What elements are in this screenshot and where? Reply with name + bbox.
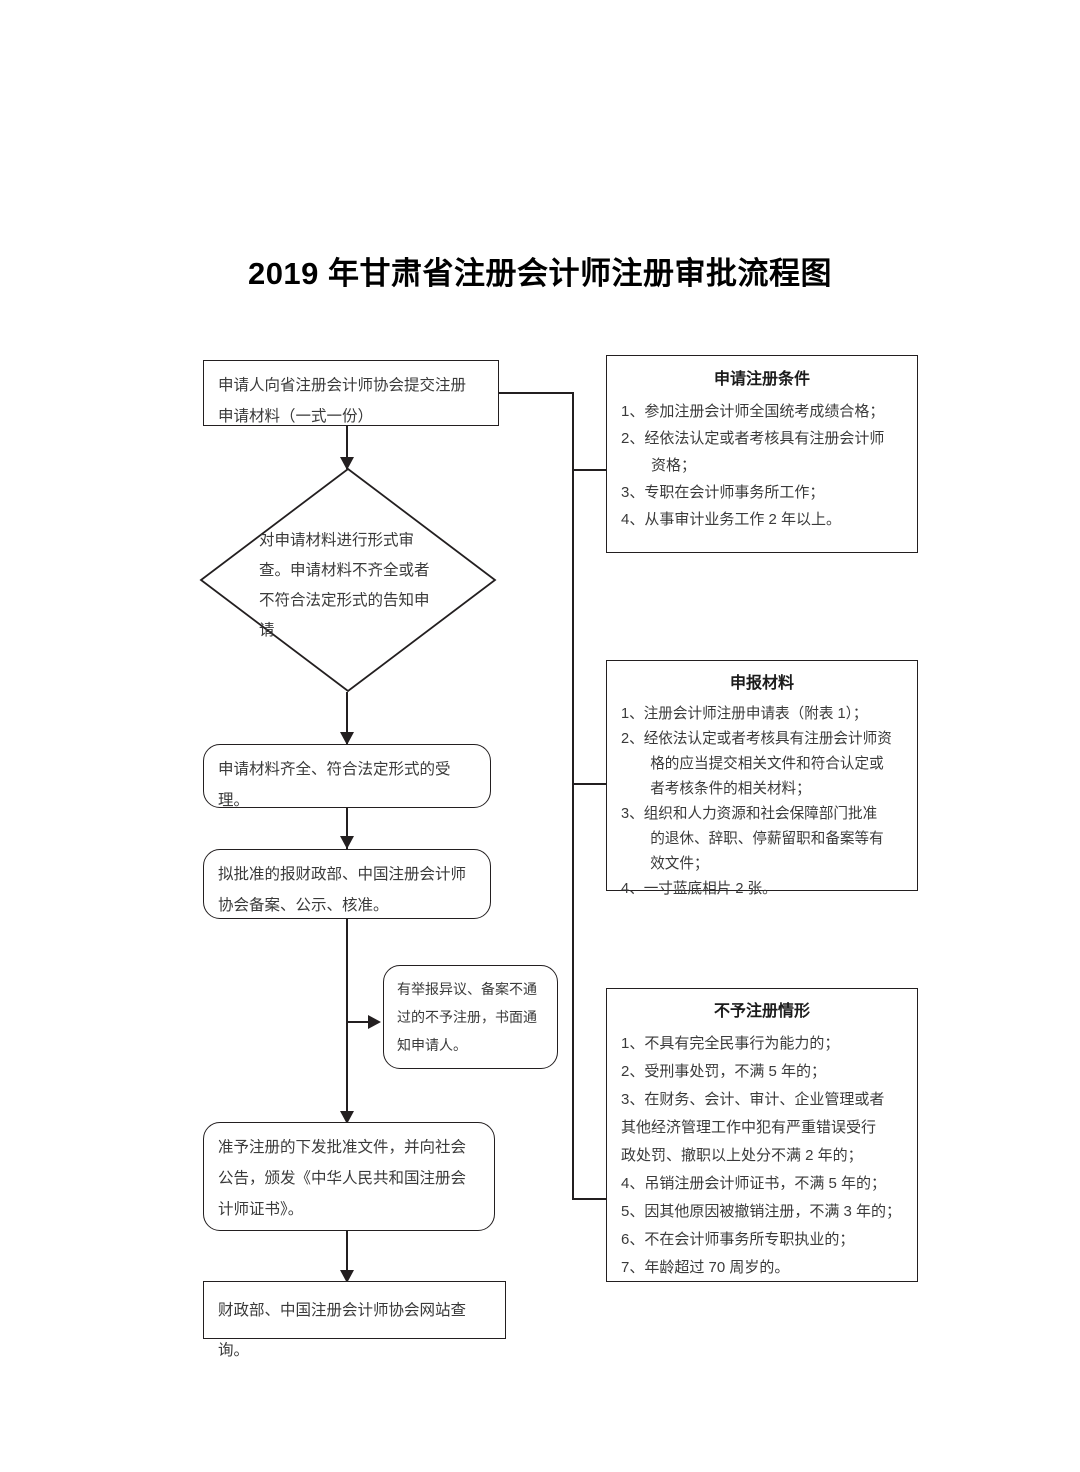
panel-submission-materials: 申报材料 1、注册会计师注册申请表（附表 1）； 2、经依法认定或者考核具有注册… <box>606 660 918 897</box>
list-item: 其他经济管理工作中犯有严重错误受行 <box>621 1119 877 1136</box>
list-item: 1、不具有完全民事行为能力的； <box>621 1035 840 1052</box>
panel-title-conditions: 申请注册条件 <box>713 371 810 388</box>
list-item: 3、组织和人力资源和社会保障部门批准 的退休、辞职、停薪留职和备案等有 效文件； <box>621 806 884 872</box>
panel-title-materials: 申报材料 <box>729 675 794 692</box>
connector-submit-to-review <box>346 424 348 469</box>
page-title: 2019 年甘肃省注册会计师注册审批流程图 <box>247 256 833 291</box>
arrow-accept-to-filing <box>339 836 354 849</box>
node-issue-certificate[interactable]: 准予注册的下发批准文件，并向社会公告，颁发《中华人民共和国注册会计师证书》。 <box>203 1122 495 1231</box>
list-item: 6、不在会计师事务所专职执业的； <box>621 1231 855 1248</box>
list-item: 政处罚、撤职以上处分不满 2 年的； <box>621 1147 863 1164</box>
connector-filing-to-certificate <box>346 919 348 1122</box>
connector-certificate-to-query <box>346 1231 348 1281</box>
node-objection-note[interactable]: 有举报异议、备案不通过的不予注册，书面通知申请人。 <box>383 965 558 1069</box>
diamond-label: 对申请材料进行形式审查。申请材料不齐全或者不符合法定形式的告知申请 <box>259 532 430 639</box>
arrow-submit-to-review <box>339 457 354 470</box>
list-item: 4、一寸蓝底相片 2 张。 <box>621 881 777 897</box>
connector-trunk-to-conditions-panel <box>572 469 607 471</box>
connector-to-objection-note <box>346 1021 378 1023</box>
arrow-to-objection-note <box>368 1014 381 1029</box>
list-item: 4、从事审计业务工作 2 年以上。 <box>621 511 842 528</box>
panel-refusal-cases: 不予注册情形 1、不具有完全民事行为能力的； 2、受刑事处罚，不满 5 年的； … <box>606 988 918 1282</box>
arrow-certificate-to-query <box>339 1270 354 1283</box>
list-item: 5、因其他原因被撤销注册，不满 3 年的； <box>621 1203 902 1220</box>
arrow-filing-to-certificate <box>339 1111 354 1124</box>
connector-trunk-to-materials-panel <box>572 783 607 785</box>
list-item: 3、专职在会计师事务所工作； <box>621 484 825 501</box>
list-item: 1、注册会计师注册申请表（附表 1）； <box>621 706 868 722</box>
diamond-shape <box>199 467 497 693</box>
node-website-query[interactable]: 财政部、中国注册会计师协会网站查询。 <box>203 1281 506 1359</box>
list-item: 2、经依法认定或者考核具有注册会计师 资格； <box>621 430 885 474</box>
connector-trunk-to-refusal-panel <box>572 1198 607 1200</box>
panel-registration-conditions: 申请注册条件 1、参加注册会计师全国统考成绩合格； 2、经依法认定或者考核具有注… <box>606 355 918 553</box>
list-item: 3、在财务、会计、审计、企业管理或者 <box>621 1091 885 1108</box>
node-approval-filing[interactable]: 拟批准的报财政部、中国注册会计师协会备案、公示、核准。 <box>203 849 491 919</box>
panel-list-refusal: 1、不具有完全民事行为能力的； 2、受刑事处罚，不满 5 年的； 3、在财务、会… <box>621 1030 903 1282</box>
panel-list-materials: 1、注册会计师注册申请表（附表 1）； 2、经依法认定或者考核具有注册会计师资 … <box>621 702 903 902</box>
list-item: 2、经依法认定或者考核具有注册会计师资 格的应当提交相关文件和符合认定或 者考核… <box>621 731 892 797</box>
list-item: 7、年龄超过 70 周岁的。 <box>621 1259 790 1276</box>
arrow-review-to-accept <box>339 732 354 745</box>
connector-accept-to-filing <box>346 807 348 849</box>
connector-right-trunk <box>572 392 574 1200</box>
node-submit-application[interactable]: 申请人向省注册会计师协会提交注册 申请材料（一式一份） <box>203 360 499 426</box>
panel-title-refusal: 不予注册情形 <box>713 1003 810 1020</box>
node-accepted[interactable]: 申请材料齐全、符合法定形式的受理。 <box>203 744 491 809</box>
list-item: 4、吊销注册会计师证书，不满 5 年的； <box>621 1175 887 1192</box>
list-item: 2、受刑事处罚，不满 5 年的； <box>621 1063 827 1080</box>
list-item: 1、参加注册会计师全国统考成绩合格； <box>621 403 885 420</box>
connector-submit-to-trunk <box>498 392 574 394</box>
connector-review-to-accept <box>346 692 348 744</box>
node-formal-review-diamond[interactable]: 对申请材料进行形式审查。申请材料不齐全或者不符合法定形式的告知申请 <box>198 466 498 694</box>
panel-list-conditions: 1、参加注册会计师全国统考成绩合格； 2、经依法认定或者考核具有注册会计师 资格… <box>621 398 903 533</box>
